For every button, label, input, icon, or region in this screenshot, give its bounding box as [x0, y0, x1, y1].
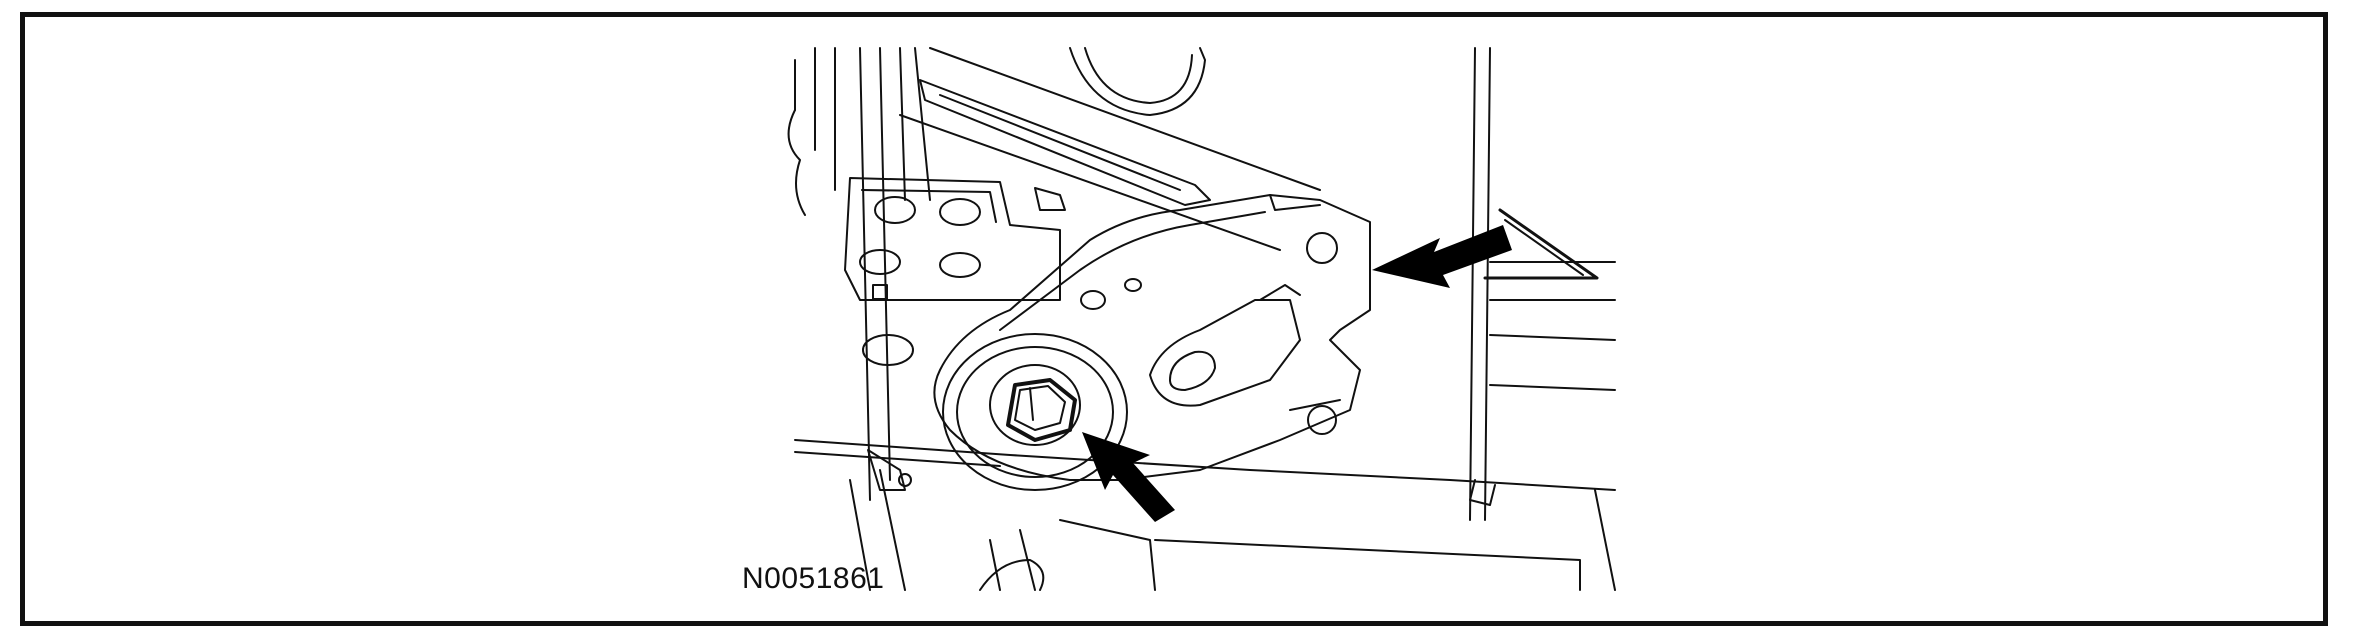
bottom-fastener: [867, 449, 912, 491]
figure-frame: [20, 12, 2328, 626]
hinge-arm: [933, 194, 1371, 481]
upper-rail-slot: [899, 47, 1321, 251]
figure-id-label: N0051861: [742, 562, 885, 595]
callout-arrow-bolt: [1082, 432, 1175, 522]
left-frame-structure: [787, 47, 1616, 591]
pivot-bolt: [942, 333, 1128, 491]
left-bracket: [844, 177, 1061, 366]
bolt-bracket: [1034, 187, 1066, 211]
upper-circular-opening: [1069, 47, 1206, 116]
callout-arrow-right: [1372, 225, 1512, 288]
right-vertical-panel: [1469, 47, 1616, 521]
triangle-clip: [1483, 208, 1599, 280]
